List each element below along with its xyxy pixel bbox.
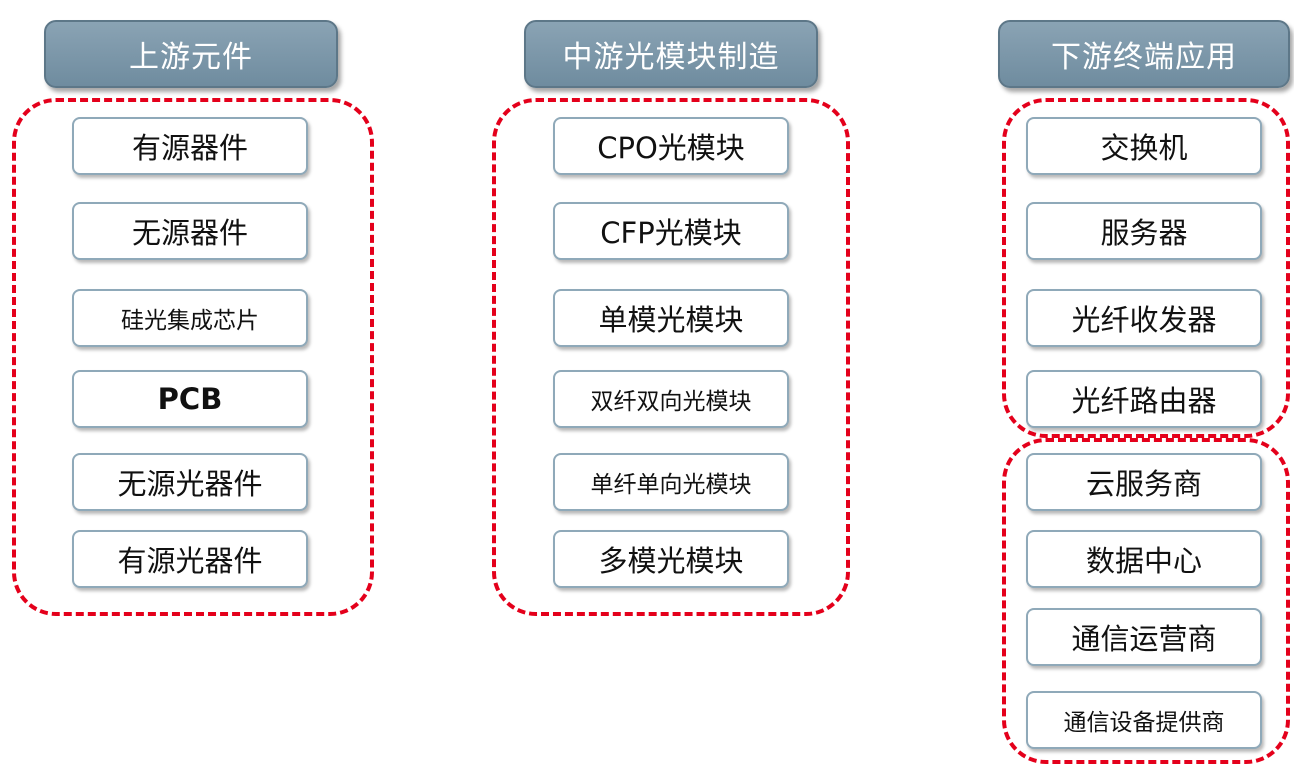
node-passive-optical-devices: 无源光器件	[72, 453, 308, 511]
node-single-mode-module: 单模光模块	[553, 289, 789, 347]
node-silicon-photonics-chip: 硅光集成芯片	[72, 289, 308, 347]
node-telecom-equipment-supplier: 通信设备提供商	[1026, 691, 1262, 749]
node-pcb: PCB	[72, 370, 308, 428]
header-upstream: 上游元件	[44, 20, 338, 88]
group-midstream	[492, 98, 850, 616]
node-active-devices: 有源器件	[72, 117, 308, 175]
node-multi-mode-module: 多模光模块	[553, 530, 789, 588]
node-cpo-module: CPO光模块	[553, 117, 789, 175]
header-downstream: 下游终端应用	[998, 20, 1290, 88]
node-fiber-router: 光纤路由器	[1026, 370, 1262, 428]
node-dual-fiber-bidi-module: 双纤双向光模块	[553, 370, 789, 428]
node-switch: 交换机	[1026, 117, 1262, 175]
node-cfp-module: CFP光模块	[553, 202, 789, 260]
node-single-fiber-unidirectional-module: 单纤单向光模块	[553, 453, 789, 511]
node-data-center: 数据中心	[1026, 530, 1262, 588]
header-midstream: 中游光模块制造	[524, 20, 818, 88]
node-server: 服务器	[1026, 202, 1262, 260]
group-upstream	[12, 98, 374, 616]
node-telecom-operator: 通信运营商	[1026, 608, 1262, 666]
node-cloud-provider: 云服务商	[1026, 453, 1262, 511]
node-active-optical-devices: 有源光器件	[72, 530, 308, 588]
group-downstream-customers	[1002, 438, 1290, 764]
node-fiber-transceiver: 光纤收发器	[1026, 289, 1262, 347]
node-passive-devices: 无源器件	[72, 202, 308, 260]
group-downstream-equipment	[1002, 98, 1290, 438]
